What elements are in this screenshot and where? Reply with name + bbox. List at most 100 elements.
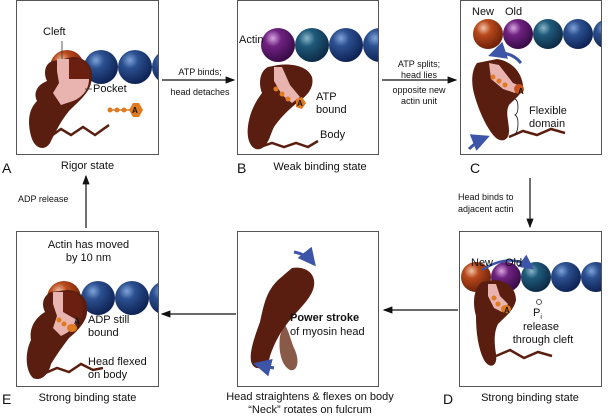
panel-a-letter: A — [2, 160, 12, 176]
pi-label: Pi — [533, 307, 542, 324]
panel-d-letter: D — [443, 391, 454, 407]
panel-b-caption: Weak binding state — [273, 161, 367, 173]
panel-e-strong-binding: Actin has moved by 10 nm A ADP still bou… — [16, 231, 159, 387]
transition-b-to-c-label-2: head lies — [400, 70, 438, 80]
pi-label-sub: i — [540, 314, 542, 322]
actin-unit — [581, 262, 601, 292]
actin-unit-new — [473, 19, 503, 49]
actin-unit — [533, 19, 563, 49]
new-actin-label: New — [471, 257, 494, 269]
myosin-tail — [508, 127, 566, 139]
pocket-label: Pocket — [93, 83, 127, 95]
actin-filament — [261, 28, 378, 62]
atp-bound-label-2: bound — [316, 104, 347, 116]
myosin-tail — [259, 139, 319, 149]
rotation-arrow-icon — [293, 246, 316, 267]
actin-unit — [563, 19, 593, 49]
phosphate-icon — [536, 299, 542, 305]
atp-glyph: A — [132, 106, 138, 115]
actin-unit — [81, 281, 115, 315]
myosin-neck-previous — [279, 324, 298, 371]
transition-a-to-b-label-1: ATP binds; — [178, 67, 222, 77]
atp-molecule — [514, 84, 524, 94]
power-stroke-caption-1: Head straightens & flexes on body — [226, 391, 394, 403]
flexible-domain-label-2: domain — [529, 118, 566, 130]
myosin-tail — [42, 362, 104, 376]
atp-molecule — [296, 97, 306, 109]
transition-c-to-d-label-1: Head binds to — [458, 192, 514, 202]
panel-e-caption: Strong binding state — [38, 392, 137, 404]
head-flexed-label-1: Head flexed — [88, 356, 147, 368]
power-stroke-label: Power stroke — [290, 312, 360, 324]
flexible-domain-label-1: Flexible — [529, 105, 567, 117]
rotation-arrow-icon — [488, 41, 523, 65]
pi-release-arrow-icon — [481, 254, 535, 272]
transition-b-to-c-label-4: actin unit — [400, 96, 438, 106]
panel-a-rigor: Cleft Pocket A — [16, 0, 159, 155]
transition-e-to-a-label: ADP release — [18, 194, 69, 204]
rotation-arrow-icon — [467, 134, 490, 151]
myosin-head — [250, 267, 315, 369]
head-flexed-label-2: on body — [88, 369, 128, 381]
pocket-shape — [53, 59, 89, 105]
actin-unit — [152, 54, 158, 80]
myosin-tail — [46, 123, 110, 141]
power-stroke-sublabel: of myosin head — [290, 326, 365, 338]
actin-label: Actin — [239, 34, 264, 46]
new-actin-label: New — [472, 6, 495, 18]
panel-c: New Old A Flexible domain — [460, 0, 602, 155]
actin-unit — [521, 262, 551, 292]
actin-moved-label-1: Actin has moved — [47, 239, 130, 251]
myosin-head — [472, 59, 566, 141]
panel-d-caption: Strong binding state — [481, 392, 579, 404]
adp-glyph: A — [74, 317, 80, 326]
actin-unit-old — [503, 19, 533, 49]
actin-filament — [473, 19, 601, 49]
old-actin-label: Old — [505, 257, 523, 269]
body-label: Body — [320, 129, 346, 141]
release-label-1: release — [522, 321, 560, 333]
actin-filament — [50, 50, 158, 84]
panel-power-stroke: Power stroke of myosin head — [237, 231, 379, 387]
flexible-domain-brace — [514, 98, 519, 136]
actin-unit — [118, 50, 152, 84]
atp-molecule — [501, 305, 511, 313]
myosin-head — [29, 57, 110, 148]
atp-bound-label-1: ATP — [316, 91, 337, 103]
panel-d-strong-binding: New Old A Pi release through cleft — [459, 231, 602, 387]
actin-unit — [593, 20, 601, 48]
myosin-head — [26, 290, 104, 380]
transition-a-to-b-label-2: head detaches — [170, 87, 230, 97]
actin-unit — [149, 283, 158, 313]
release-label-2: through cleft — [512, 334, 574, 346]
panel-b-weak-binding: Actin A ATP bound Body — [237, 0, 379, 155]
atp-glyph: A — [518, 87, 524, 96]
adp-bound-label-2: bound — [88, 327, 119, 339]
actin-unit — [261, 28, 295, 62]
actin-unit — [363, 28, 378, 62]
actin-unit — [329, 28, 363, 62]
panel-e-letter: E — [2, 391, 12, 407]
actin-moved-label-2: by 10 nm — [65, 252, 112, 264]
adp-bound-label-1: ADP still — [88, 314, 130, 326]
power-stroke-caption-2: “Neck” rotates on fulcrum — [248, 404, 372, 416]
actin-unit — [84, 50, 118, 84]
atp-molecule — [107, 103, 143, 117]
atp-glyph: A — [297, 99, 303, 108]
transition-b-to-c-label-3: opposite new — [392, 85, 446, 95]
actin-unit — [295, 28, 329, 62]
cleft-label: Cleft — [43, 26, 66, 38]
panel-b-letter: B — [237, 160, 247, 176]
myosin-tail — [495, 348, 553, 360]
adp-molecule — [67, 324, 77, 332]
rotation-arrow-icon — [253, 358, 275, 377]
myosin-head — [247, 64, 319, 150]
myosin-head — [474, 280, 553, 366]
old-actin-label: Old — [505, 6, 523, 18]
panel-a-caption: Rigor state — [60, 160, 115, 172]
transition-c-to-d-label-2: adjacent actin — [458, 204, 514, 214]
actin-unit — [115, 281, 149, 315]
transition-b-to-c-label-1: ATP splits; — [397, 59, 441, 69]
panel-c-letter: C — [470, 160, 481, 176]
